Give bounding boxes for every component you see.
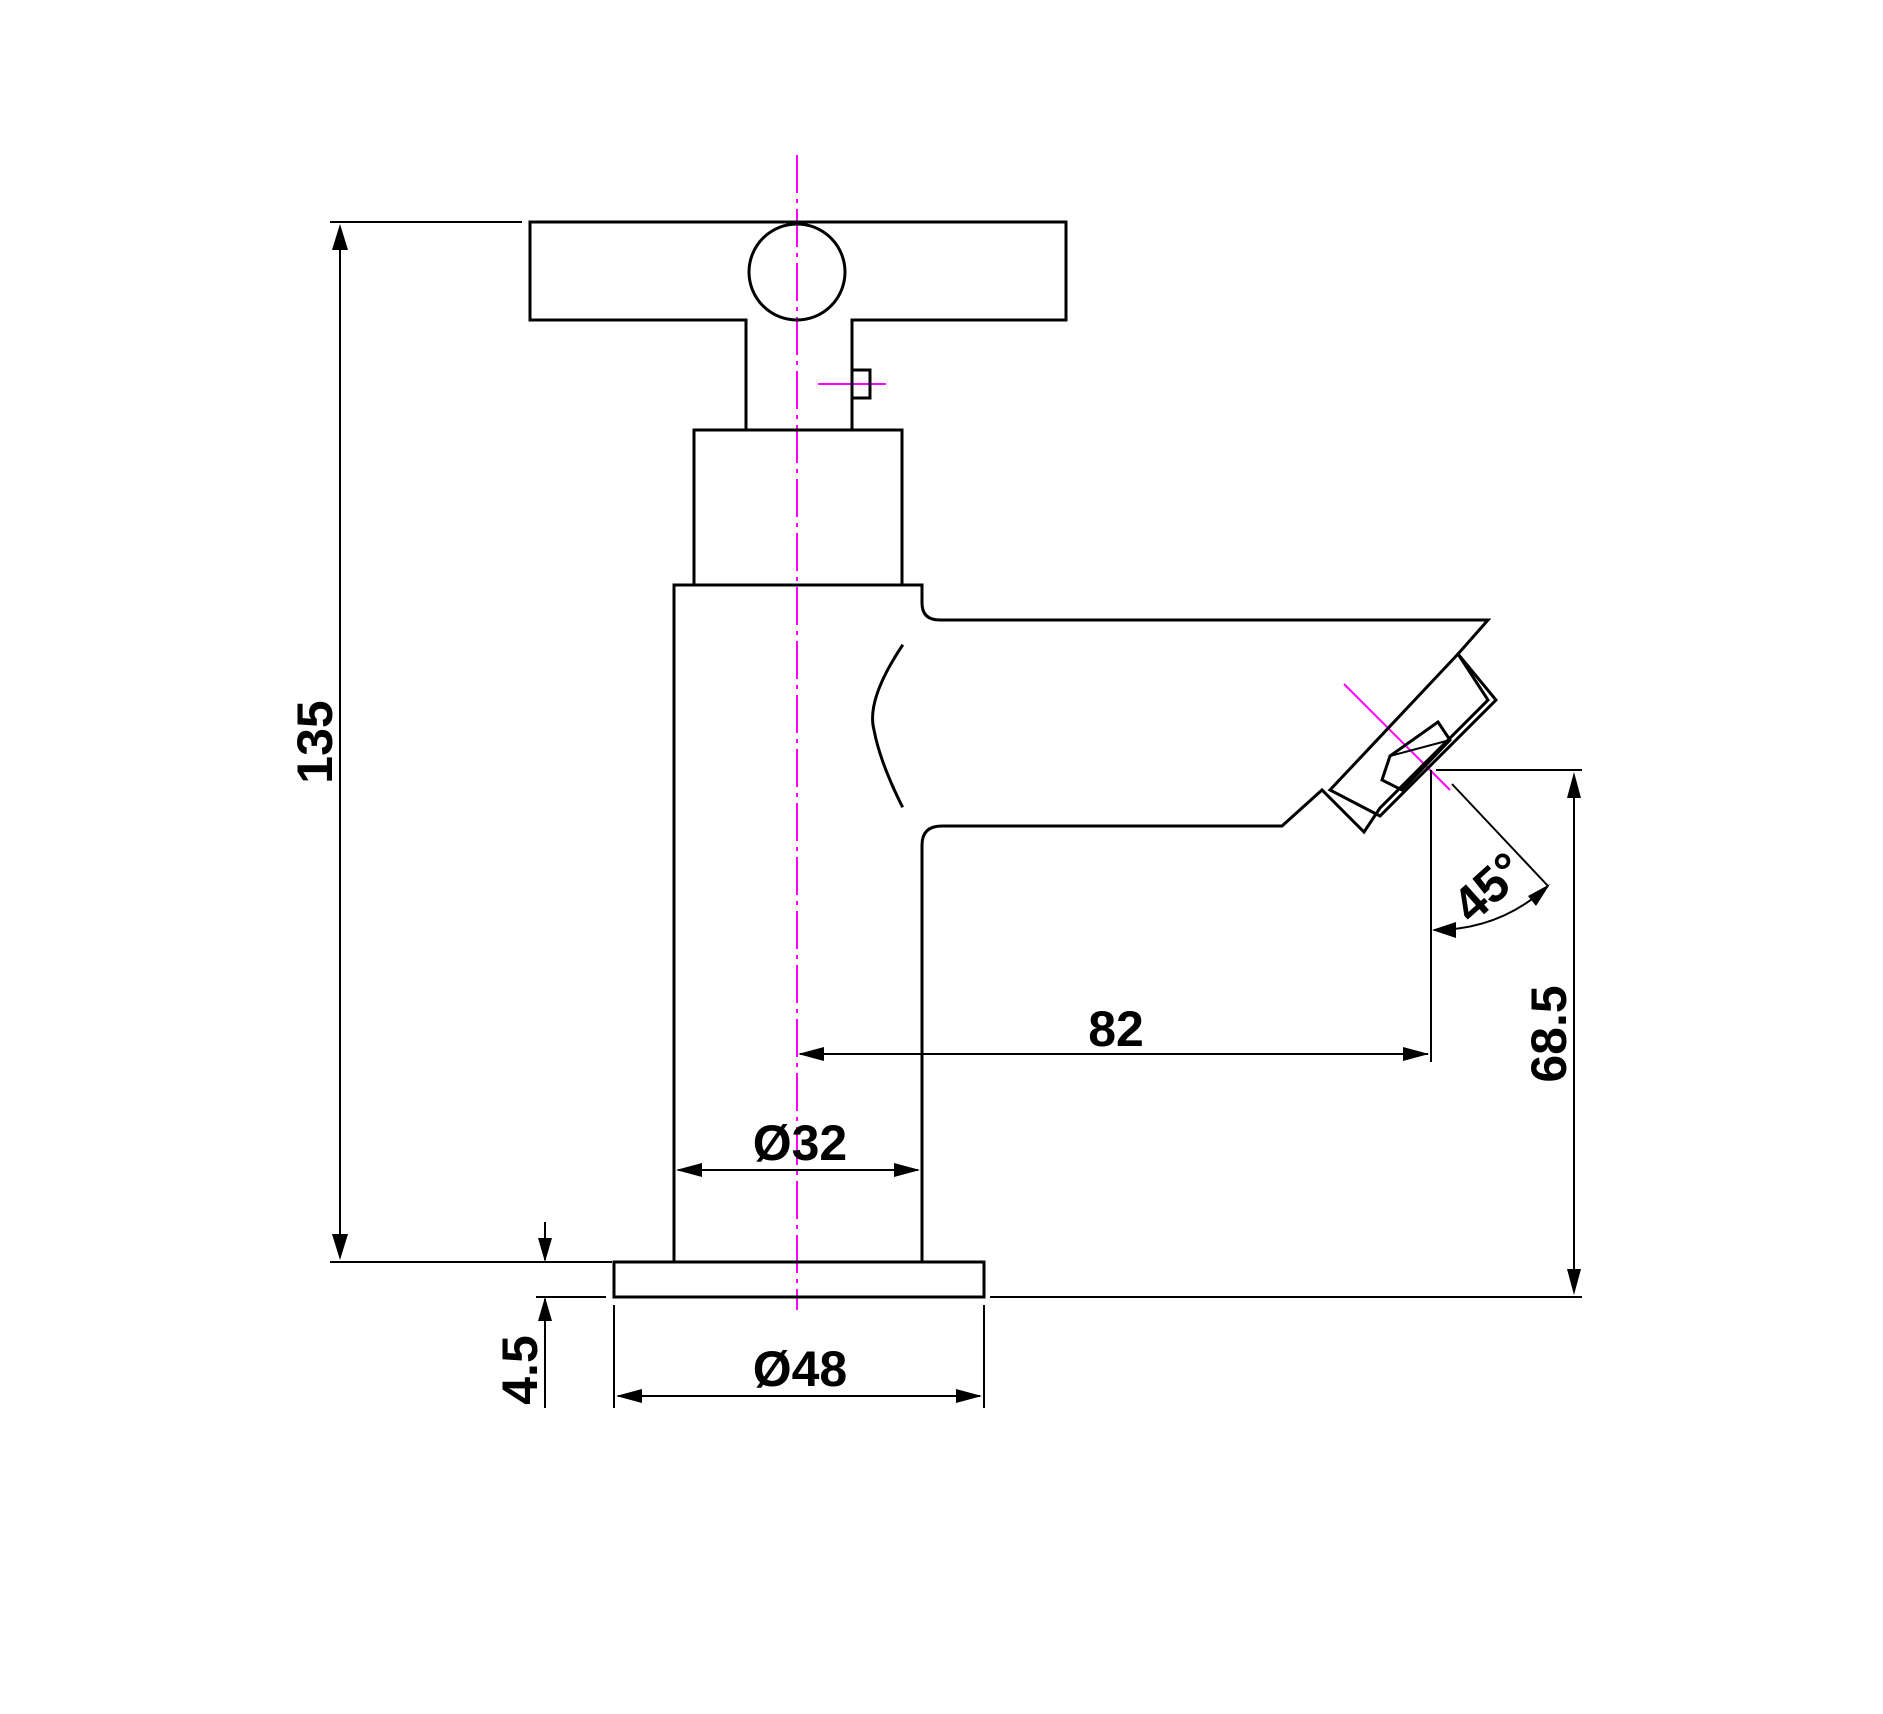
arrow-right [894,1163,920,1177]
arrow-down [1567,1269,1581,1295]
arrow-up [332,224,348,250]
arrow-left [616,1389,642,1403]
arrow-left [676,1163,702,1177]
arrow-up [1567,772,1581,798]
dim-label-body-diameter: Ø32 [753,1115,848,1171]
dimension-total-height: 135 [287,221,612,1263]
dimension-spout-reach: 82 [798,770,1432,1062]
aerator-insert-diagonal [1389,739,1451,757]
dim-label-base-thickness: 4.5 [492,1335,548,1405]
aerator-insert [1380,719,1452,792]
handle-hub-circle [747,222,847,322]
dimension-base-thickness: 4.5 [492,1222,606,1408]
arrow-angled-end [1528,884,1550,906]
body-and-spout [672,583,1492,1264]
arrow-vertical-end [1432,922,1456,938]
dimension-spout-height: 68.5 [990,769,1582,1298]
dim-label-spout-reach: 82 [1088,1001,1144,1057]
dim-label-spout-height: 68.5 [1521,985,1577,1082]
centerlines [796,155,1451,1310]
grub-screw [850,368,872,400]
angle-ref-line [1451,783,1549,887]
spout-junction-curve [871,643,905,809]
tap-outline [528,220,1499,1299]
aerator-housing [1327,651,1499,818]
dim-label-total-height: 135 [287,700,343,783]
arrow-up [538,1297,552,1321]
arrow-down [332,1234,348,1260]
arrow-right [956,1389,982,1403]
dimension-body-diameter: Ø32 [676,1115,920,1177]
dim-label-base-diameter: Ø48 [753,1341,848,1397]
arrow-right [1403,1047,1429,1061]
dim-label-outlet-angle: 45° [1442,841,1536,933]
dimension-base-diameter: Ø48 [613,1305,985,1408]
arrow-left [798,1047,824,1061]
base-plate [612,1260,986,1299]
arrow-down [538,1238,552,1262]
dimension-outlet-angle: 45° [1432,783,1550,938]
aerator-centerline [1343,683,1451,791]
